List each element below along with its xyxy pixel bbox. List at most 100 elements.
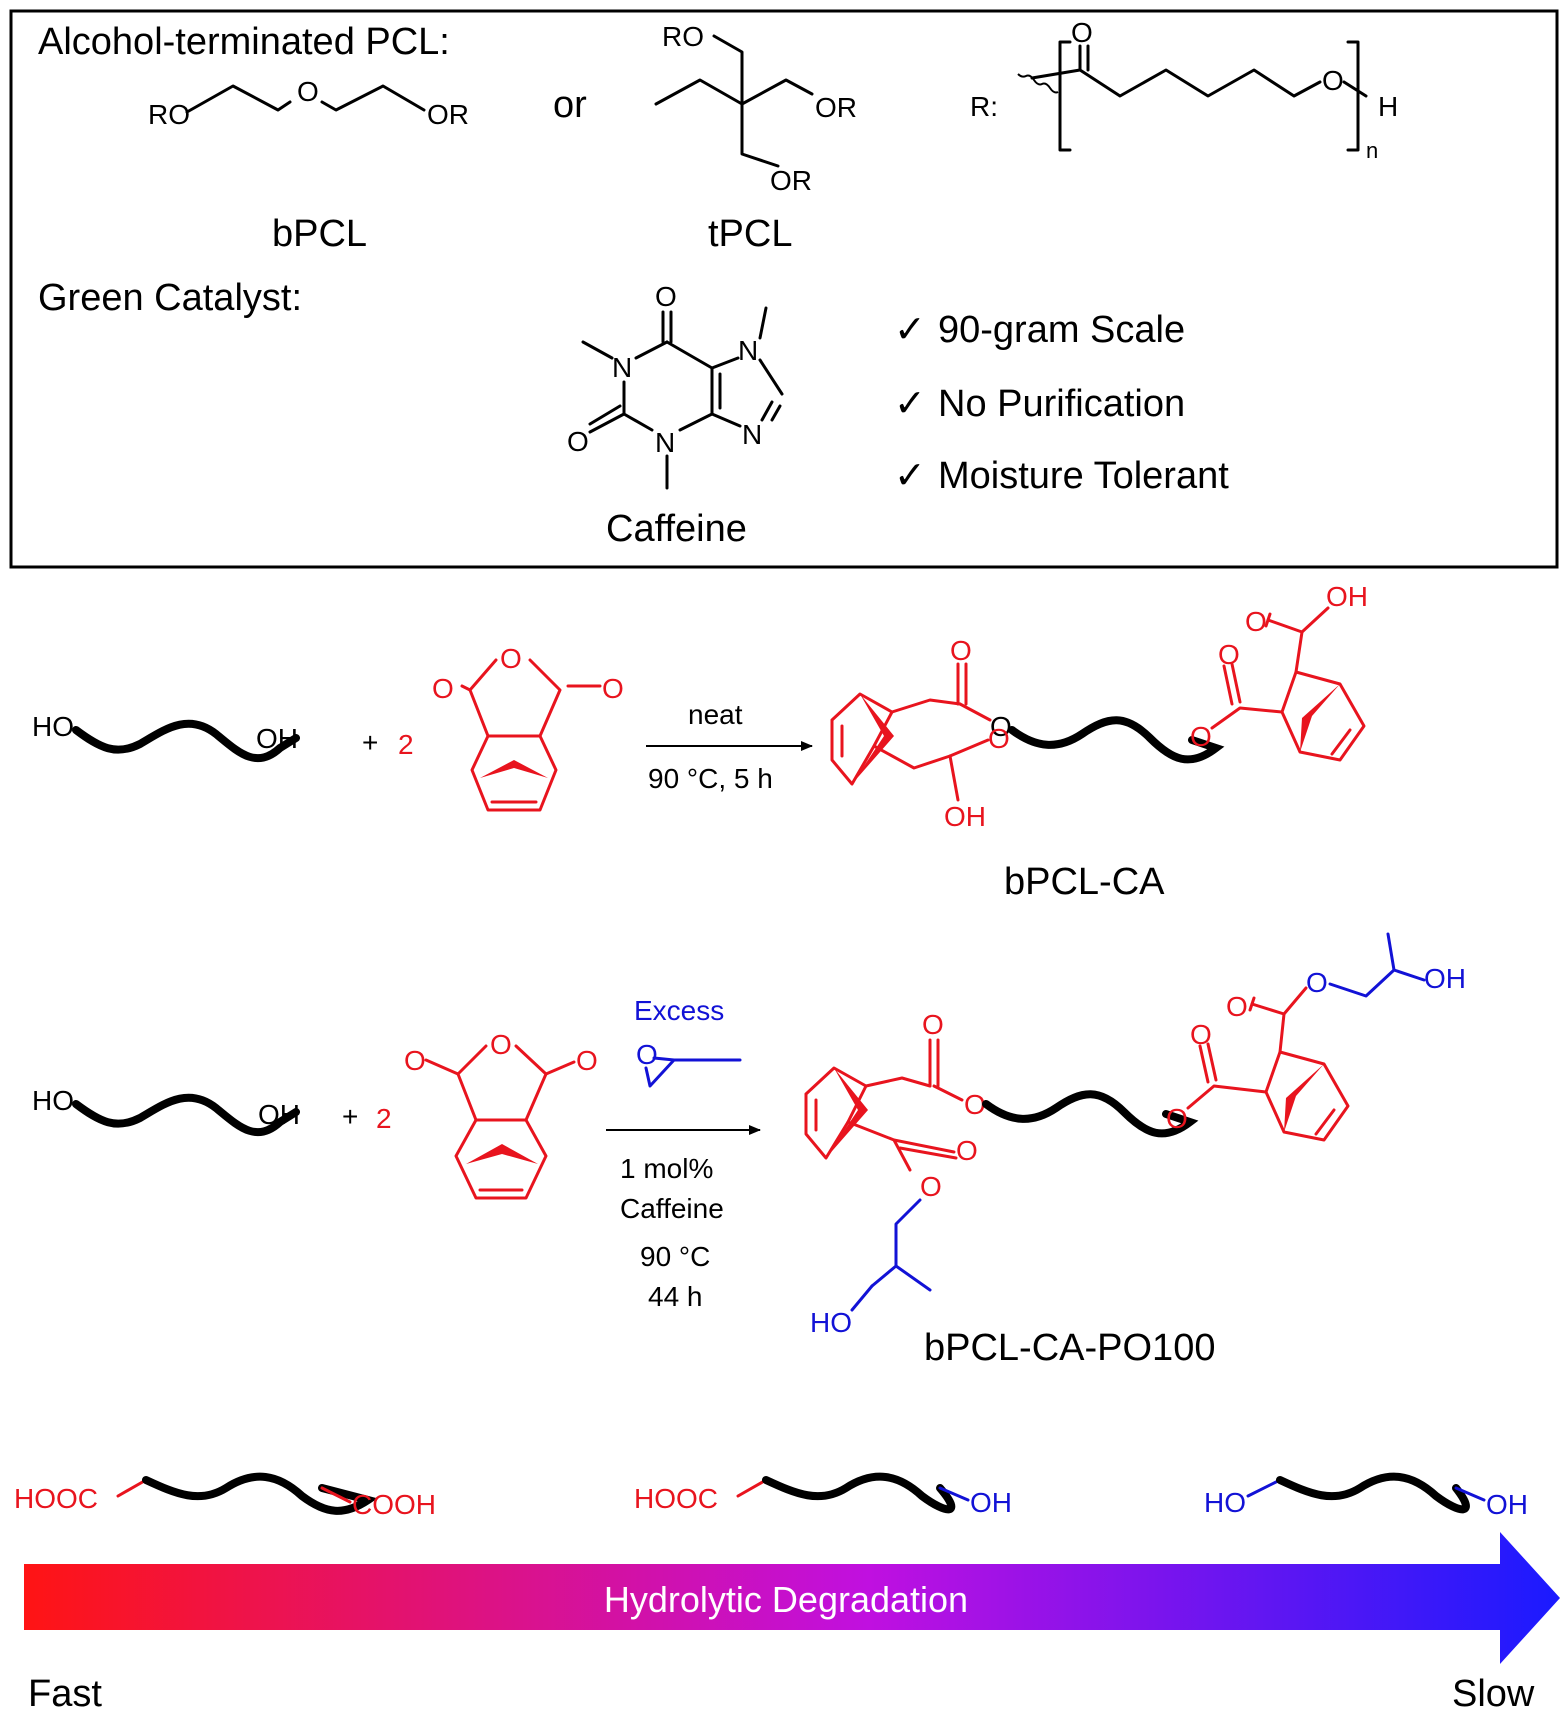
coefficient: 2 xyxy=(398,729,414,760)
atom-label: N xyxy=(612,352,632,383)
bond-arm-right xyxy=(740,78,814,106)
bond xyxy=(665,340,714,370)
tpcl-structure: RO OR OR tPCL xyxy=(654,21,857,255)
bridge-wedge xyxy=(1284,1064,1324,1132)
bond xyxy=(1330,728,1352,756)
atom-label: HO xyxy=(1204,1487,1246,1518)
bond-arm-up xyxy=(712,34,744,106)
bond xyxy=(424,1058,460,1076)
anhydride-reactant: O O O xyxy=(432,643,624,812)
bond xyxy=(850,1284,874,1312)
reaction-2: HO OH + 2 O O O Excess O 1 mol% Caffeine… xyxy=(32,932,1466,1369)
atom-label: N xyxy=(738,335,758,366)
atom-label: O xyxy=(1218,639,1240,670)
atom-label: O xyxy=(920,1171,942,1202)
atom-label: OH xyxy=(1326,581,1368,612)
bond xyxy=(932,1084,964,1102)
bond xyxy=(894,1264,932,1292)
atom-label: O xyxy=(1071,17,1093,48)
bond xyxy=(1246,1478,1282,1498)
atom-label: OH xyxy=(258,1099,300,1130)
bond-chain xyxy=(320,84,426,112)
bond-arm-down xyxy=(740,102,780,168)
degradation-label: Hydrolytic Degradation xyxy=(604,1579,968,1620)
diol-end-chain: HO OH xyxy=(1204,1472,1528,1520)
atom-label: HO xyxy=(810,1307,852,1338)
atom-label: OH xyxy=(944,801,986,832)
atom-label: O xyxy=(1245,606,1267,637)
bond xyxy=(1280,670,1366,762)
bond xyxy=(1264,1050,1350,1142)
condition-bottom: 90 °C, 5 h xyxy=(648,763,773,794)
bond xyxy=(634,340,669,360)
chain xyxy=(142,1472,378,1515)
atom-label: O xyxy=(490,1029,512,1060)
reagent-label: Excess xyxy=(634,995,724,1026)
wavy-bond xyxy=(1017,73,1059,94)
bond xyxy=(870,1198,922,1288)
coefficient: 2 xyxy=(376,1103,392,1134)
r-group-structure: R: O O H n xyxy=(970,17,1398,163)
bpcl-label: bPCL xyxy=(272,213,367,255)
product-bpcl-ca: O O O OH O O O OH bPCL-CA xyxy=(830,581,1368,903)
bond xyxy=(1186,1084,1268,1110)
bond xyxy=(872,744,952,770)
bond xyxy=(1386,932,1396,972)
atom-label: HO xyxy=(32,1085,74,1116)
bridge-wedge xyxy=(480,760,548,778)
atom-label: OR xyxy=(770,165,812,196)
atom-label: O xyxy=(432,673,454,704)
anhydride-reactant: O O O xyxy=(404,1029,598,1200)
atom-label: HOOC xyxy=(14,1483,98,1514)
atom-label: O xyxy=(964,1089,986,1120)
bond xyxy=(1454,1486,1486,1502)
atom-label: COOH xyxy=(352,1489,436,1520)
bracket-left xyxy=(1058,40,1072,152)
check-mark: ✓ xyxy=(894,309,926,351)
bridge-wedge xyxy=(1300,684,1340,752)
bond xyxy=(456,1044,548,1122)
caffeine-structure: O N O N N N Caffeine xyxy=(567,281,784,550)
atom-label: O xyxy=(576,1045,598,1076)
atom-label: O xyxy=(1306,967,1328,998)
atom-label: O xyxy=(500,643,522,674)
product-label: bPCL-CA xyxy=(1004,861,1165,903)
n-subscript: n xyxy=(1366,138,1378,163)
bond xyxy=(1222,664,1234,706)
atom-label: RO xyxy=(148,99,190,130)
pcl-chain xyxy=(1008,716,1225,764)
check-item: No Purification xyxy=(938,383,1185,425)
atom-label: OH xyxy=(1424,963,1466,994)
bond xyxy=(116,1478,148,1498)
bond xyxy=(938,1486,970,1502)
tpcl-label: tPCL xyxy=(708,213,792,255)
slow-label: Slow xyxy=(1452,1673,1535,1715)
condition-line: 90 °C xyxy=(640,1241,710,1272)
product-bpcl-ca-po100: O O O O HO O O O O xyxy=(804,932,1466,1369)
bond-chain xyxy=(1030,68,1322,98)
bond xyxy=(958,702,992,722)
bond xyxy=(864,1076,932,1088)
plus-sign: + xyxy=(342,1101,358,1132)
bond xyxy=(758,306,768,340)
catalyst-heading: Green Catalyst: xyxy=(38,277,302,319)
reaction-1: HO OH + 2 O O O neat 90 °C, 5 h O xyxy=(32,581,1368,903)
bond xyxy=(1206,1042,1218,1082)
bond xyxy=(758,358,784,396)
check-mark: ✓ xyxy=(894,383,926,425)
bond xyxy=(890,698,962,714)
bond xyxy=(1300,606,1330,634)
panel-heading: Alcohol-terminated PCL: xyxy=(38,21,450,63)
bond xyxy=(544,1060,576,1076)
checklist: ✓ 90-gram Scale ✓ No Purification ✓ Mois… xyxy=(894,309,1229,497)
bond xyxy=(1314,1108,1336,1136)
bond xyxy=(770,404,782,422)
check-item: Moisture Tolerant xyxy=(938,455,1229,497)
atom-label: O xyxy=(636,1039,658,1070)
atom-label: O xyxy=(1190,1019,1212,1050)
atom-label: O xyxy=(988,723,1010,754)
bond xyxy=(1264,612,1272,628)
atom-label: OH xyxy=(970,1487,1012,1518)
r-label: R: xyxy=(970,91,998,122)
diol-chain xyxy=(72,1093,300,1137)
